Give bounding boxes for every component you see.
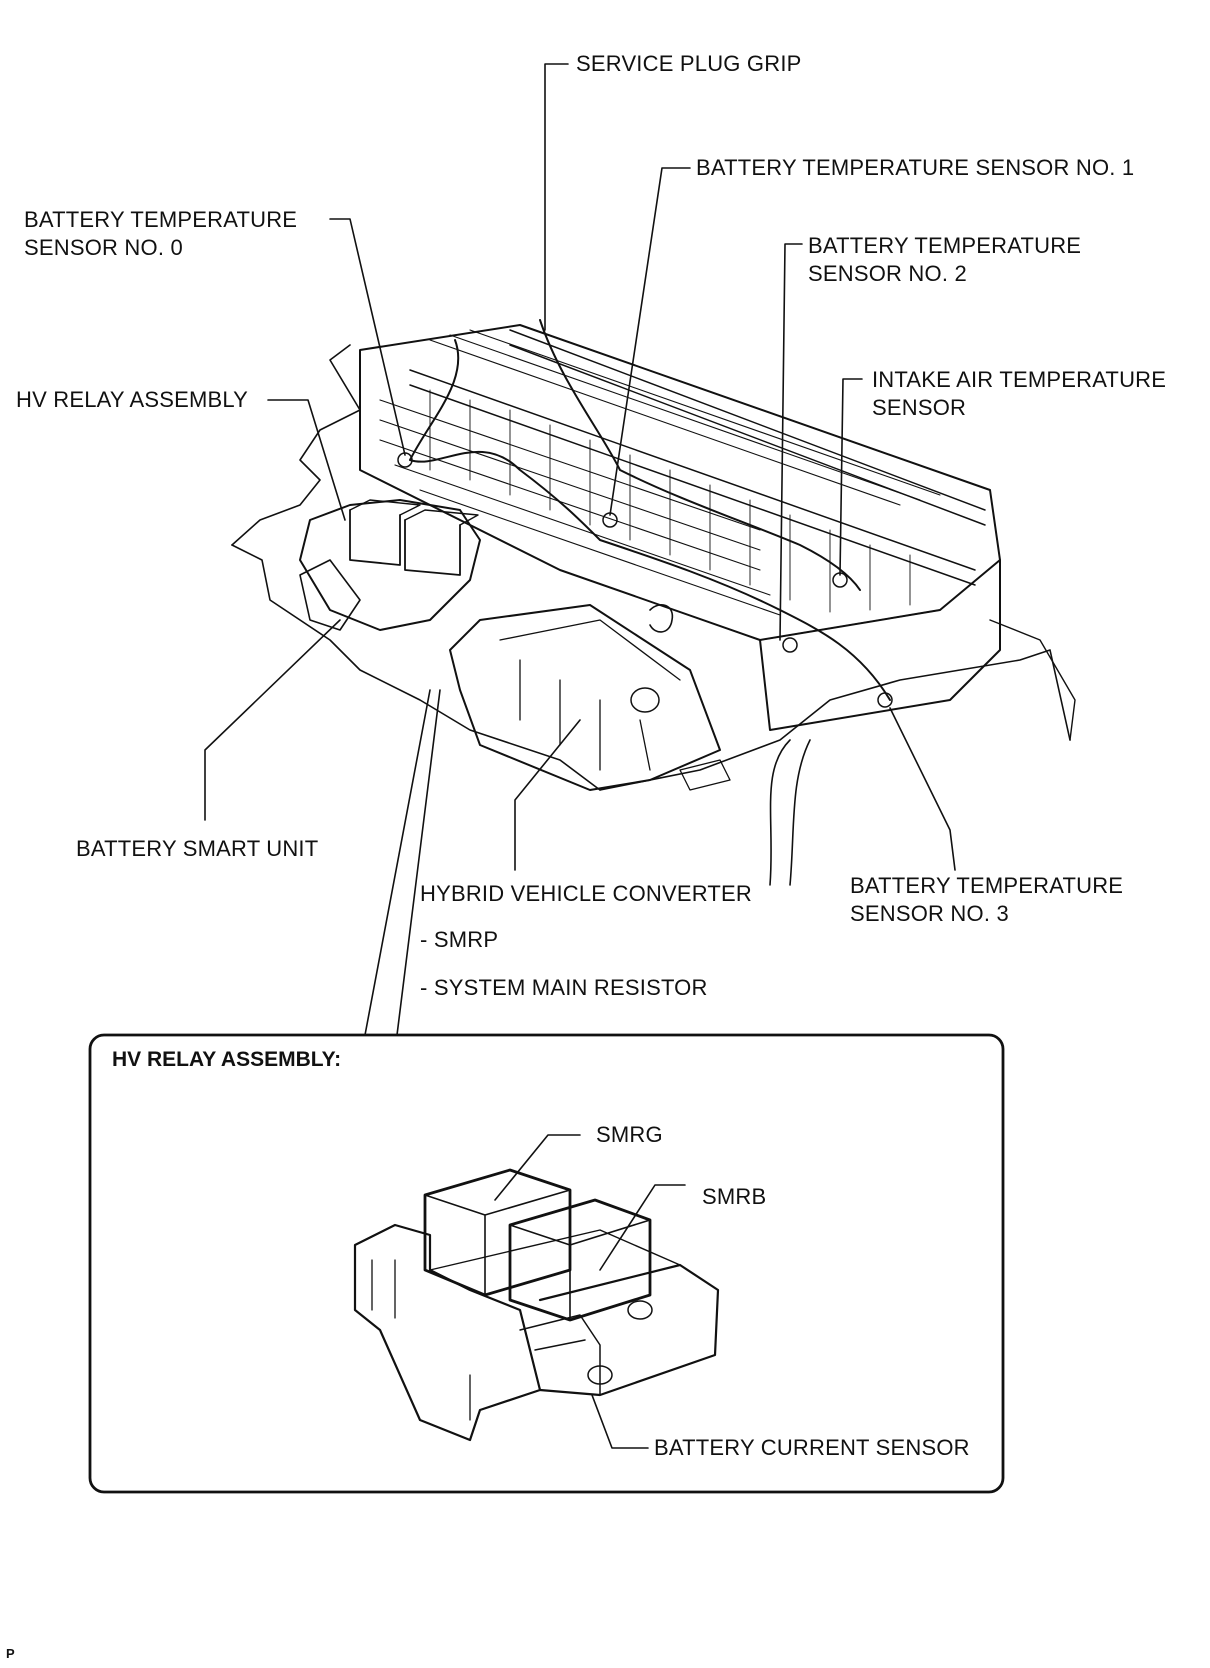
temp-sensor-3-label: BATTERY TEMPERATURE SENSOR NO. 3 [850, 872, 1123, 928]
hv-relay-assembly-label: HV RELAY ASSEMBLY [16, 387, 249, 412]
battery-current-sensor-label: BATTERY CURRENT SENSOR [654, 1435, 970, 1460]
temp-sensor-2-label: BATTERY TEMPERATURE SENSOR NO. 2 [808, 232, 1081, 288]
temp-sensor-0-label: BATTERY TEMPERATURE SENSOR NO. 0 [24, 206, 297, 262]
battery-pack-illustration [231, 319, 1076, 886]
hv-relay-inset-illustration [353, 1168, 720, 1442]
inset-box [88, 1033, 1005, 1494]
intake-air-sensor-label: INTAKE AIR TEMPERATURE SENSOR [872, 366, 1166, 422]
intake-air-sensor-line-2: SENSOR [872, 395, 967, 420]
temp-sensor-2-line-1: BATTERY TEMPERATURE [808, 233, 1082, 258]
system-main-resistor-label: - SYSTEM MAIN RESISTOR [420, 975, 708, 1000]
inset-title: HV RELAY ASSEMBLY: [112, 1048, 342, 1071]
intake-air-sensor-line-1: INTAKE AIR TEMPERATURE [872, 367, 1167, 392]
temp-sensor-3-line-2: SENSOR NO. 3 [850, 901, 1009, 926]
smrp-label: - SMRP [420, 927, 499, 952]
hybrid-vehicle-converter-label: HYBRID VEHICLE CONVERTER [420, 881, 753, 906]
temp-sensor-2-line-2: SENSOR NO. 2 [808, 261, 967, 286]
smrb-label: SMRB [702, 1184, 767, 1209]
smrg-label: SMRG [596, 1122, 663, 1147]
temp-sensor-1-label: BATTERY TEMPERATURE SENSOR NO. 1 [696, 155, 1135, 180]
service-plug-grip-label: SERVICE PLUG GRIP [576, 51, 802, 76]
temp-sensor-0-line-2: SENSOR NO. 0 [24, 235, 183, 260]
leader-lines [204, 63, 956, 1036]
inset-leader-lines [494, 1134, 686, 1449]
temp-sensor-0-line-1: BATTERY TEMPERATURE [24, 207, 298, 232]
temp-sensor-3-line-1: BATTERY TEMPERATURE [850, 873, 1124, 898]
corner-mark: P [6, 1646, 15, 1661]
battery-smart-unit-label: BATTERY SMART UNIT [76, 836, 319, 861]
